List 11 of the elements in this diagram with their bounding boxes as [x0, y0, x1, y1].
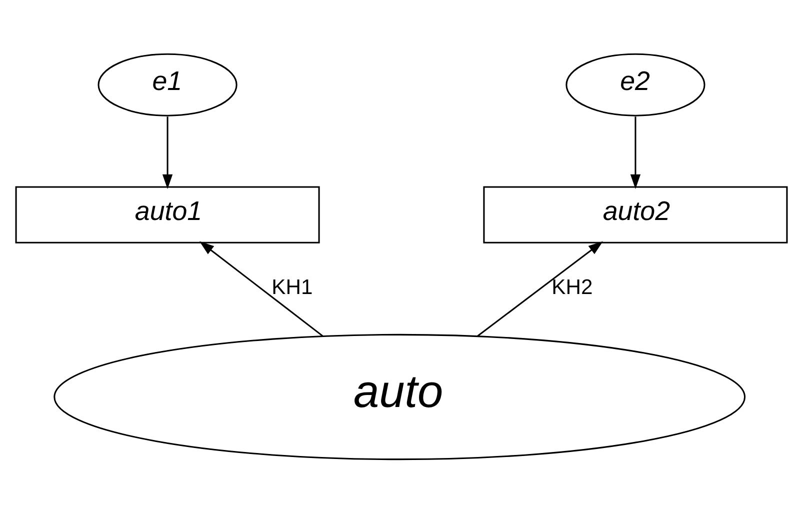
arrow: [477, 241, 603, 337]
node-ellipse: e1: [98, 53, 238, 116]
arrow: [199, 241, 324, 337]
node-ellipse: e2: [566, 53, 706, 116]
edge-label: KH2: [552, 276, 593, 300]
arrow: [630, 116, 641, 189]
node-box: auto2: [483, 186, 788, 244]
arrow: [162, 116, 173, 189]
node-ellipse: auto: [54, 334, 746, 460]
node-box: auto1: [15, 186, 320, 244]
edge-label: KH1: [272, 276, 313, 300]
